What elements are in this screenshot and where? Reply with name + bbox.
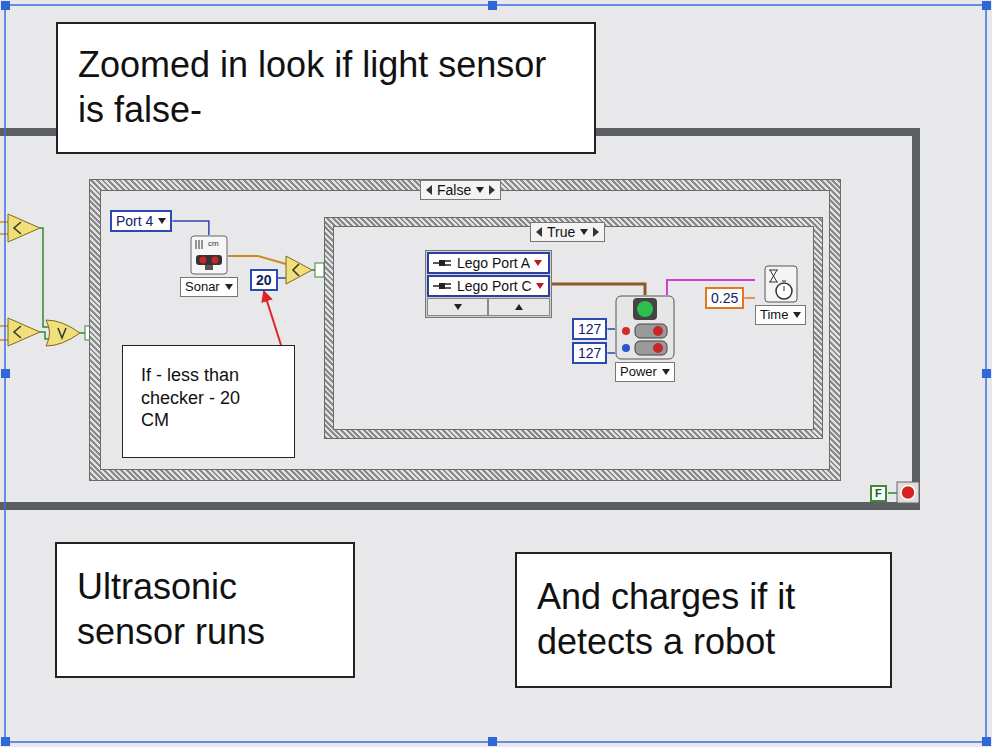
comparator-symbol <box>8 318 40 346</box>
dropdown-arrow <box>454 304 462 310</box>
stop-terminal <box>897 482 919 503</box>
wire <box>172 221 208 235</box>
dropdown-arrow <box>225 284 233 290</box>
plug-icon <box>433 258 453 268</box>
dropdown-arrow <box>580 229 588 235</box>
motor-icon <box>615 295 675 360</box>
constant-value: 20 <box>256 272 272 288</box>
dropdown-arrow <box>426 185 432 195</box>
case-structure: FalsePort 4Sonar20TrueLego Port ALego Po… <box>90 180 840 480</box>
wire <box>607 352 615 354</box>
dropdown-arrow <box>489 185 495 195</box>
mode-label: Time <box>760 307 788 323</box>
selection-frame <box>5 5 986 742</box>
motor-block: Power <box>615 295 675 382</box>
timer-icon <box>764 265 798 303</box>
mode-dropdown: Time <box>755 305 806 325</box>
selection-handle <box>982 737 991 746</box>
port-constant: Port 4 <box>110 210 172 232</box>
wire <box>552 284 645 295</box>
wire <box>744 297 755 299</box>
dropdown-arrow <box>793 312 801 318</box>
plug-icon <box>433 258 453 268</box>
selector-terminal <box>315 263 324 277</box>
selection-handle <box>1 369 10 378</box>
while-loop-frame <box>0 128 920 510</box>
wire <box>0 222 8 340</box>
numeric-constant: 20 <box>250 269 278 291</box>
selection-handle <box>982 1 991 10</box>
selection-handle <box>1 1 10 10</box>
plug-icon <box>433 281 453 291</box>
or-gate-symbol <box>46 320 80 346</box>
stop-icon <box>901 486 915 500</box>
dropdown-arrow <box>158 218 166 224</box>
case-structure: TrueLego Port A Lego Port C 127 127Power 0.2… <box>325 218 822 438</box>
constant-value: 127 <box>578 345 601 361</box>
annotation-box: Zoomed in look if light sensor is false- <box>56 22 596 154</box>
plug-icon <box>433 281 453 291</box>
comparator-mark <box>14 326 21 338</box>
case-label: False <box>437 182 471 198</box>
unit-label: cm <box>207 239 220 248</box>
selection-handle <box>488 1 497 10</box>
dropdown-arrow <box>534 260 542 266</box>
constant-value: 0.25 <box>711 290 738 306</box>
mode-label: Power <box>620 364 657 380</box>
constant-value: 127 <box>578 321 601 337</box>
dropdown-arrow <box>536 283 544 289</box>
annotation-text: And charges if it detects a robot <box>537 574 870 664</box>
port-entry: Lego Port A <box>427 252 550 274</box>
array-button <box>488 298 549 316</box>
annotation-text: If - less than checker - 20 CM <box>141 364 264 432</box>
timer-icon <box>764 265 798 303</box>
boolean-constant: F <box>870 485 887 502</box>
dropdown-arrow <box>593 227 599 237</box>
annotation-box: And charges if it detects a robot <box>515 552 892 688</box>
numeric-constant: 127 <box>572 318 607 340</box>
case-selector: False <box>420 180 501 200</box>
numeric-constant: 127 <box>572 342 607 364</box>
wait-block: Time <box>755 265 806 325</box>
dropdown-arrow <box>662 369 670 375</box>
mode-label: Sonar <box>185 279 220 295</box>
constant-value: Port 4 <box>116 213 153 229</box>
annotation-text: Ultrasonic sensor runs <box>77 564 333 654</box>
leader-arrow <box>264 291 281 345</box>
selection-handle <box>982 369 991 378</box>
comparator-mark <box>14 222 21 234</box>
port-name: Lego Port C <box>457 278 532 294</box>
mode-dropdown: Sonar <box>180 277 238 297</box>
comparator-symbol <box>8 214 40 242</box>
numeric-constant: 0.25 <box>705 287 744 309</box>
selection-handle <box>488 737 497 746</box>
dropdown-arrow <box>515 304 523 310</box>
dropdown-arrow <box>536 227 542 237</box>
wire <box>607 328 615 330</box>
comparator-symbol <box>286 256 312 284</box>
case-selector: True <box>530 222 605 242</box>
mode-dropdown: Power <box>615 362 675 382</box>
selector-terminal <box>85 326 94 340</box>
array-button <box>427 298 488 316</box>
callout-box: If - less than checker - 20 CM <box>122 345 295 458</box>
dropdown-arrow <box>476 187 484 193</box>
wire <box>228 256 286 264</box>
case-label: True <box>547 224 575 240</box>
array-buttons <box>427 298 550 316</box>
selection-handle <box>1 737 10 746</box>
annotation-box: Ultrasonic sensor runs <box>55 542 355 678</box>
or-gate-mark <box>58 328 66 338</box>
motor-icon <box>615 295 675 360</box>
annotation-text: Zoomed in look if light sensor is false- <box>78 42 574 132</box>
port-array: Lego Port A Lego Port C <box>425 250 552 318</box>
comparator-mark <box>293 264 299 276</box>
port-name: Lego Port A <box>457 255 530 271</box>
port-entry: Lego Port C <box>427 275 550 297</box>
